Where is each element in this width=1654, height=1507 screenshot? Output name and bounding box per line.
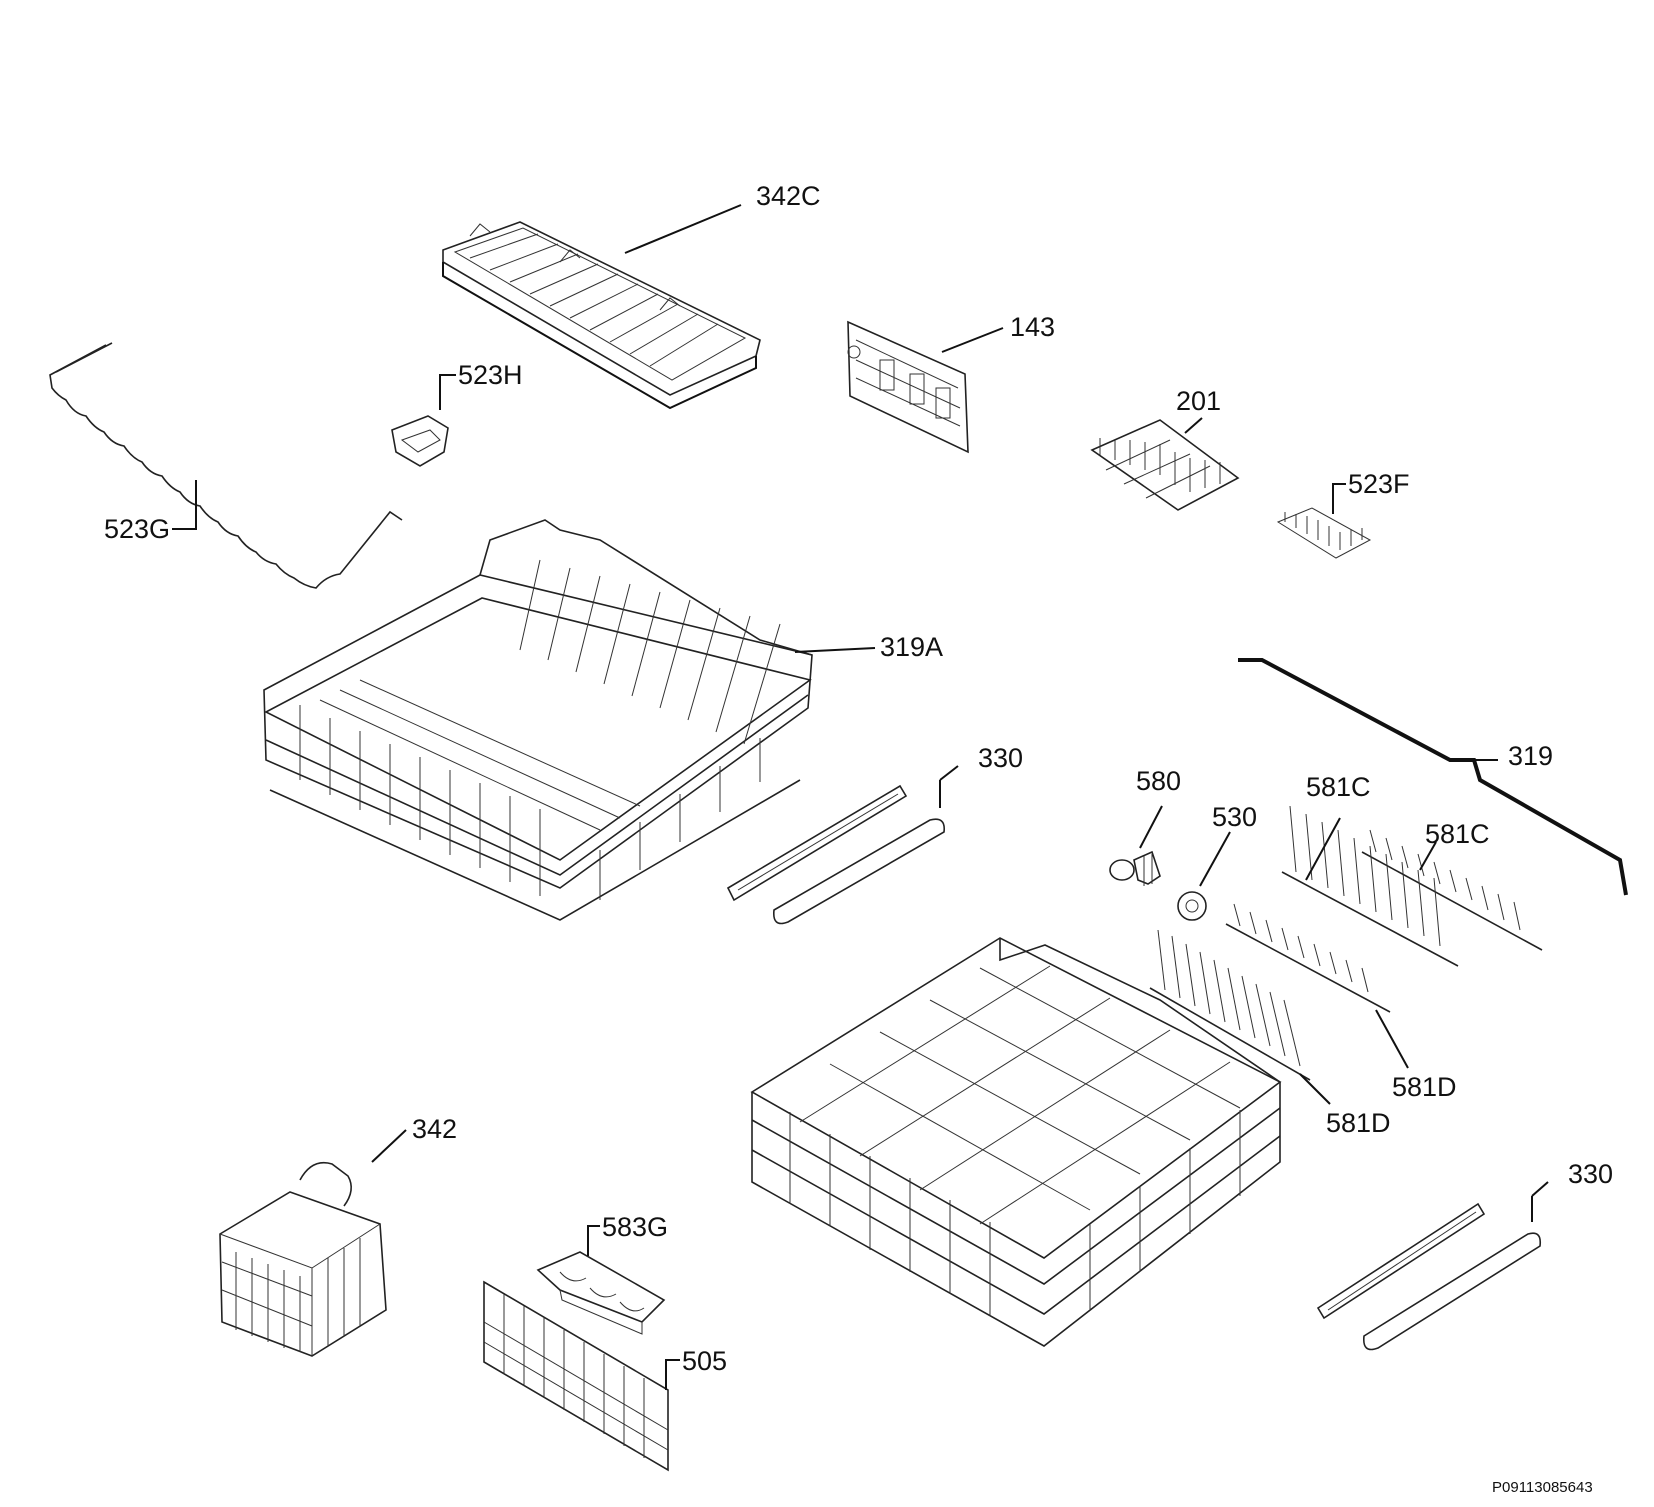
callout-342: 342: [412, 1114, 457, 1144]
part-523H-clip: [391, 415, 449, 467]
leader-523G: [172, 480, 197, 530]
part-lower-basket: [750, 937, 1282, 1347]
document-code: P09113085643: [1492, 1479, 1593, 1496]
callout-581C-a: 581C: [1306, 772, 1371, 802]
leader-523H: [439, 374, 456, 410]
callout-581D-b: 581D: [1326, 1108, 1391, 1138]
part-330-rail-lower: [1316, 1202, 1542, 1351]
leader-581C-a: [1305, 817, 1341, 881]
callout-505: 505: [682, 1346, 727, 1376]
part-342C-cutlery-tray: [442, 221, 761, 410]
part-530-wheel: [1177, 891, 1207, 921]
leader-201: [1184, 417, 1203, 434]
leader-580: [1139, 805, 1163, 849]
leader-581D-b: [1299, 1073, 1331, 1105]
part-580-wheel-holder: [1109, 850, 1161, 886]
part-523F-small-tines: [1276, 507, 1372, 559]
leader-342C: [624, 204, 742, 254]
part-523G-wavy-wire: [49, 342, 403, 589]
part-342-cutlery-basket: [219, 1161, 387, 1357]
leader-523F: [1332, 483, 1346, 514]
leader-319A: [794, 647, 876, 653]
part-143-side-rail: [847, 320, 969, 454]
leader-505: [665, 1359, 680, 1390]
leader-342: [371, 1129, 407, 1163]
part-583G-cup-holder: [536, 1251, 666, 1335]
part-505-fold-rack: [483, 1280, 669, 1472]
part-330-rail-upper: [726, 784, 946, 925]
callout-523F: 523F: [1348, 469, 1410, 499]
leader-581C-b: [1419, 841, 1437, 871]
part-201-tine-insert: [1090, 419, 1240, 511]
callout-342C: 342C: [756, 181, 821, 211]
callout-523G: 523G: [104, 514, 170, 544]
leader-583G: [587, 1225, 600, 1256]
callout-319A: 319A: [880, 632, 943, 662]
callout-201: 201: [1176, 386, 1221, 416]
callout-523H: 523H: [458, 360, 523, 390]
callout-581C-b: 581C: [1425, 819, 1490, 849]
callout-330-upper: 330: [978, 743, 1023, 773]
part-581-tine-rows: [1149, 805, 1543, 1081]
leader-530: [1199, 831, 1231, 887]
part-319A-upper-basket: [263, 519, 813, 921]
callout-583G: 583G: [602, 1212, 668, 1242]
callout-530: 530: [1212, 802, 1257, 832]
callout-330-lower: 330: [1568, 1159, 1613, 1189]
leader-143: [941, 327, 1004, 353]
leader-581D-a: [1375, 1009, 1409, 1069]
callout-143: 143: [1010, 312, 1055, 342]
callout-580: 580: [1136, 766, 1181, 796]
callout-581D-a: 581D: [1392, 1072, 1457, 1102]
callout-319: 319: [1508, 741, 1553, 771]
bracket-319: [1238, 658, 1628, 896]
